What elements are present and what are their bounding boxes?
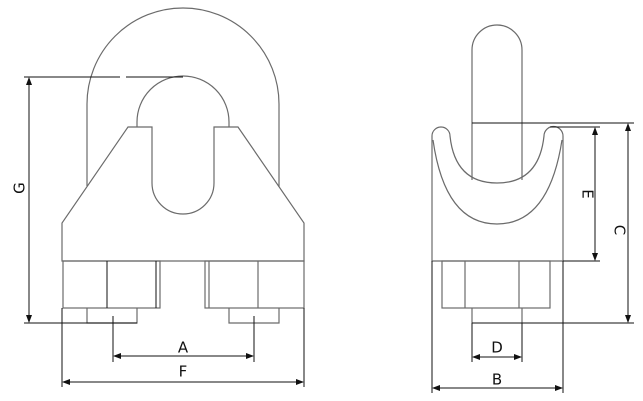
- label-b: B: [492, 371, 502, 389]
- left-bolt-end: [86, 308, 138, 324]
- label-g: G: [11, 182, 29, 194]
- saddle-groove: [432, 139, 563, 225]
- label-c: C: [611, 225, 629, 235]
- dimension-b: B: [431, 261, 564, 393]
- dimension-a: A: [112, 316, 255, 362]
- u-bolt-outer: [86, 7, 280, 187]
- saddle-body: [61, 126, 305, 262]
- dimension-d: D: [471, 323, 523, 362]
- left-nut: [62, 260, 161, 309]
- u-bolt-stem: [471, 24, 523, 180]
- dimension-g: G: [11, 76, 183, 324]
- front-view: G A F: [11, 7, 305, 387]
- u-bolt-inner: [136, 75, 230, 127]
- label-f: F: [179, 363, 188, 381]
- dimension-c: C: [472, 122, 634, 324]
- dimension-e: E: [550, 126, 600, 262]
- dimension-f: F: [61, 308, 305, 387]
- saddle-body-side: [431, 125, 564, 262]
- label-e: E: [579, 189, 597, 198]
- label-d: D: [491, 339, 503, 357]
- right-nut: [204, 260, 305, 309]
- side-bolt-end: [471, 308, 523, 323]
- side-view: C E D B: [431, 24, 634, 393]
- side-nut: [441, 260, 551, 309]
- label-a: A: [178, 339, 189, 357]
